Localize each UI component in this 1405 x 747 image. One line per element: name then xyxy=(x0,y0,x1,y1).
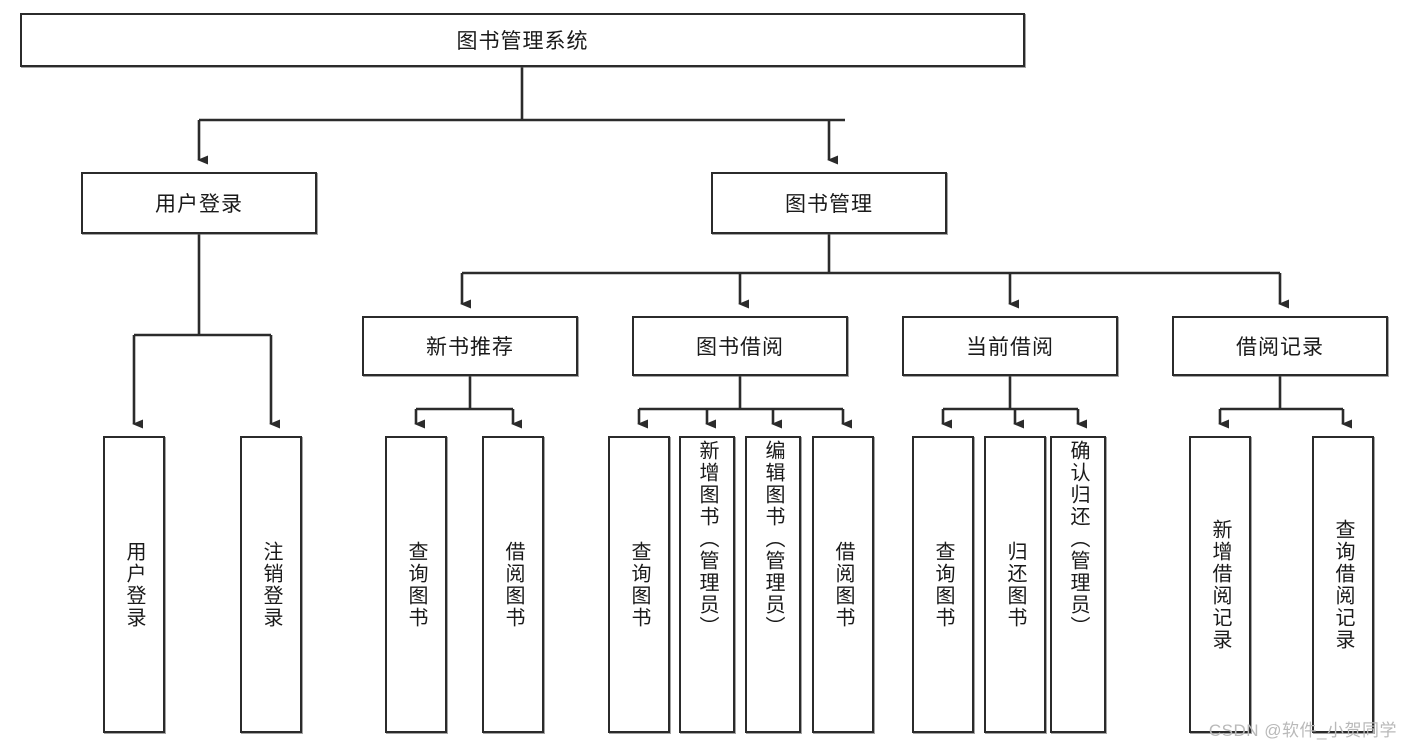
node-leaf-logout[interactable]: 注销登录 xyxy=(240,436,302,733)
node-leaf-query-record[interactable]: 查询借阅记录 xyxy=(1312,436,1374,733)
node-leaf-edit-book-label: 编辑图书（管理员） xyxy=(762,440,784,638)
node-leaf-borrow-book-1[interactable]: 借阅图书 xyxy=(482,436,544,733)
node-borrow-record[interactable]: 借阅记录 xyxy=(1172,316,1388,376)
node-leaf-add-book-label: 新增图书（管理员） xyxy=(696,440,718,638)
node-leaf-query-book-3[interactable]: 查询图书 xyxy=(912,436,974,733)
node-leaf-borrow-book-1-label: 借阅图书 xyxy=(502,540,524,629)
node-leaf-confirm-return[interactable]: 确认归还（管理员） xyxy=(1050,436,1106,733)
node-leaf-confirm-return-label: 确认归还（管理员） xyxy=(1067,440,1089,638)
node-leaf-borrow-book-2[interactable]: 借阅图书 xyxy=(812,436,874,733)
node-root[interactable]: 图书管理系统 xyxy=(20,13,1025,67)
node-leaf-user-login-label: 用户登录 xyxy=(123,540,145,629)
node-leaf-user-login[interactable]: 用户登录 xyxy=(103,436,165,733)
node-leaf-borrow-book-2-label: 借阅图书 xyxy=(832,540,854,629)
node-book-manage[interactable]: 图书管理 xyxy=(711,172,947,234)
node-leaf-return-book-label: 归还图书 xyxy=(1004,540,1026,629)
node-borrow-record-label: 借阅记录 xyxy=(1236,336,1324,359)
node-leaf-add-book[interactable]: 新增图书（管理员） xyxy=(679,436,735,733)
node-leaf-query-book-2-label: 查询图书 xyxy=(628,540,650,629)
node-leaf-edit-book[interactable]: 编辑图书（管理员） xyxy=(745,436,801,733)
node-root-label: 图书管理系统 xyxy=(456,30,589,53)
node-book-borrow-label: 图书借阅 xyxy=(696,336,784,359)
node-leaf-query-record-label: 查询借阅记录 xyxy=(1332,518,1354,651)
node-leaf-query-book-3-label: 查询图书 xyxy=(932,540,954,629)
node-new-book-rec[interactable]: 新书推荐 xyxy=(362,316,578,376)
node-user-login[interactable]: 用户登录 xyxy=(81,172,317,234)
node-book-borrow[interactable]: 图书借阅 xyxy=(632,316,848,376)
node-leaf-query-book-1-label: 查询图书 xyxy=(405,540,427,629)
node-leaf-return-book[interactable]: 归还图书 xyxy=(984,436,1046,733)
watermark: CSDN @软件_小贺同学 xyxy=(1208,721,1397,740)
node-current-borrow[interactable]: 当前借阅 xyxy=(902,316,1118,376)
node-book-manage-label: 图书管理 xyxy=(785,193,873,216)
node-leaf-query-book-2[interactable]: 查询图书 xyxy=(608,436,670,733)
node-leaf-logout-label: 注销登录 xyxy=(260,540,282,629)
node-leaf-add-record-label: 新增借阅记录 xyxy=(1209,518,1231,651)
node-current-borrow-label: 当前借阅 xyxy=(966,336,1054,359)
node-new-book-rec-label: 新书推荐 xyxy=(426,336,514,359)
node-user-login-label: 用户登录 xyxy=(155,193,243,216)
node-leaf-add-record[interactable]: 新增借阅记录 xyxy=(1189,436,1251,733)
node-leaf-query-book-1[interactable]: 查询图书 xyxy=(385,436,447,733)
